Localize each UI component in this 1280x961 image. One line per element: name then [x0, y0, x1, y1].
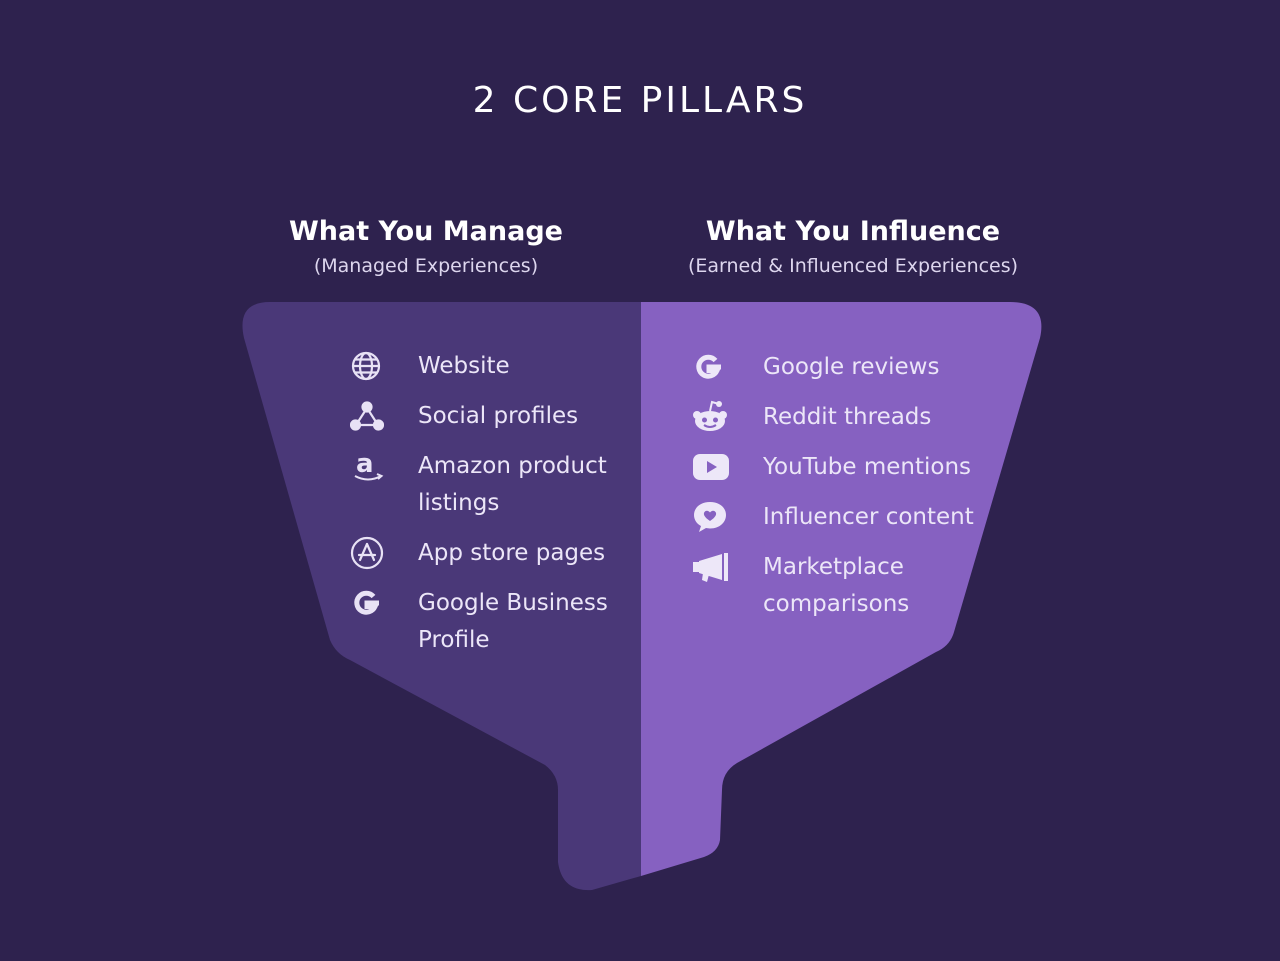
list-item: YouTube mentions [692, 449, 992, 486]
network-icon [350, 398, 390, 434]
item-label: YouTube mentions [763, 454, 972, 480]
managed-heading: What You Manage [289, 216, 563, 247]
page-title: 2 CORE PILLARS [472, 80, 808, 121]
item-label: App store pages [418, 540, 606, 566]
influenced-list: Google reviews Reddit threads YouTube me… [692, 349, 992, 636]
list-item: Marketplace comparisons [692, 549, 992, 623]
reddit-icon [692, 399, 732, 435]
funnel-right-half [641, 302, 1042, 876]
influenced-column-header: What You Influence (Earned & Influenced … [653, 216, 1053, 277]
svg-text:a: a [356, 449, 374, 479]
globe-icon [350, 348, 390, 384]
funnel-left-half [242, 302, 641, 891]
influenced-subheading: (Earned & Influenced Experiences) [687, 255, 1019, 277]
heart-chat-icon [692, 499, 732, 535]
google-icon [692, 349, 732, 385]
megaphone-icon [692, 549, 732, 585]
amazon-icon: a [350, 448, 390, 484]
influenced-heading: What You Influence [705, 216, 1001, 247]
youtube-icon [692, 449, 732, 485]
item-label: Google Business Profile [418, 590, 608, 653]
managed-column-header: What You Manage (Managed Experiences) [226, 216, 626, 277]
item-label: Reddit threads [763, 404, 932, 430]
managed-subheading: (Managed Experiences) [313, 255, 539, 277]
google-icon [350, 585, 390, 621]
list-item: a Amazon product listings [350, 448, 640, 522]
item-label: Influencer content [763, 504, 974, 530]
item-label: Amazon product listings [418, 453, 607, 516]
item-label: Social profiles [418, 403, 579, 429]
list-item: Google reviews [692, 349, 992, 386]
item-label: Website [418, 353, 510, 379]
list-item: Google Business Profile [350, 585, 640, 659]
list-item: Reddit threads [692, 399, 992, 436]
app-store-icon [350, 535, 390, 571]
item-label: Marketplace comparisons [763, 554, 910, 617]
list-item: Influencer content [692, 499, 992, 536]
list-item: App store pages [350, 535, 640, 572]
managed-list: Website Social profiles a Amazon product… [350, 348, 640, 672]
list-item: Social profiles [350, 398, 640, 435]
item-label: Google reviews [763, 354, 940, 380]
list-item: Website [350, 348, 640, 385]
